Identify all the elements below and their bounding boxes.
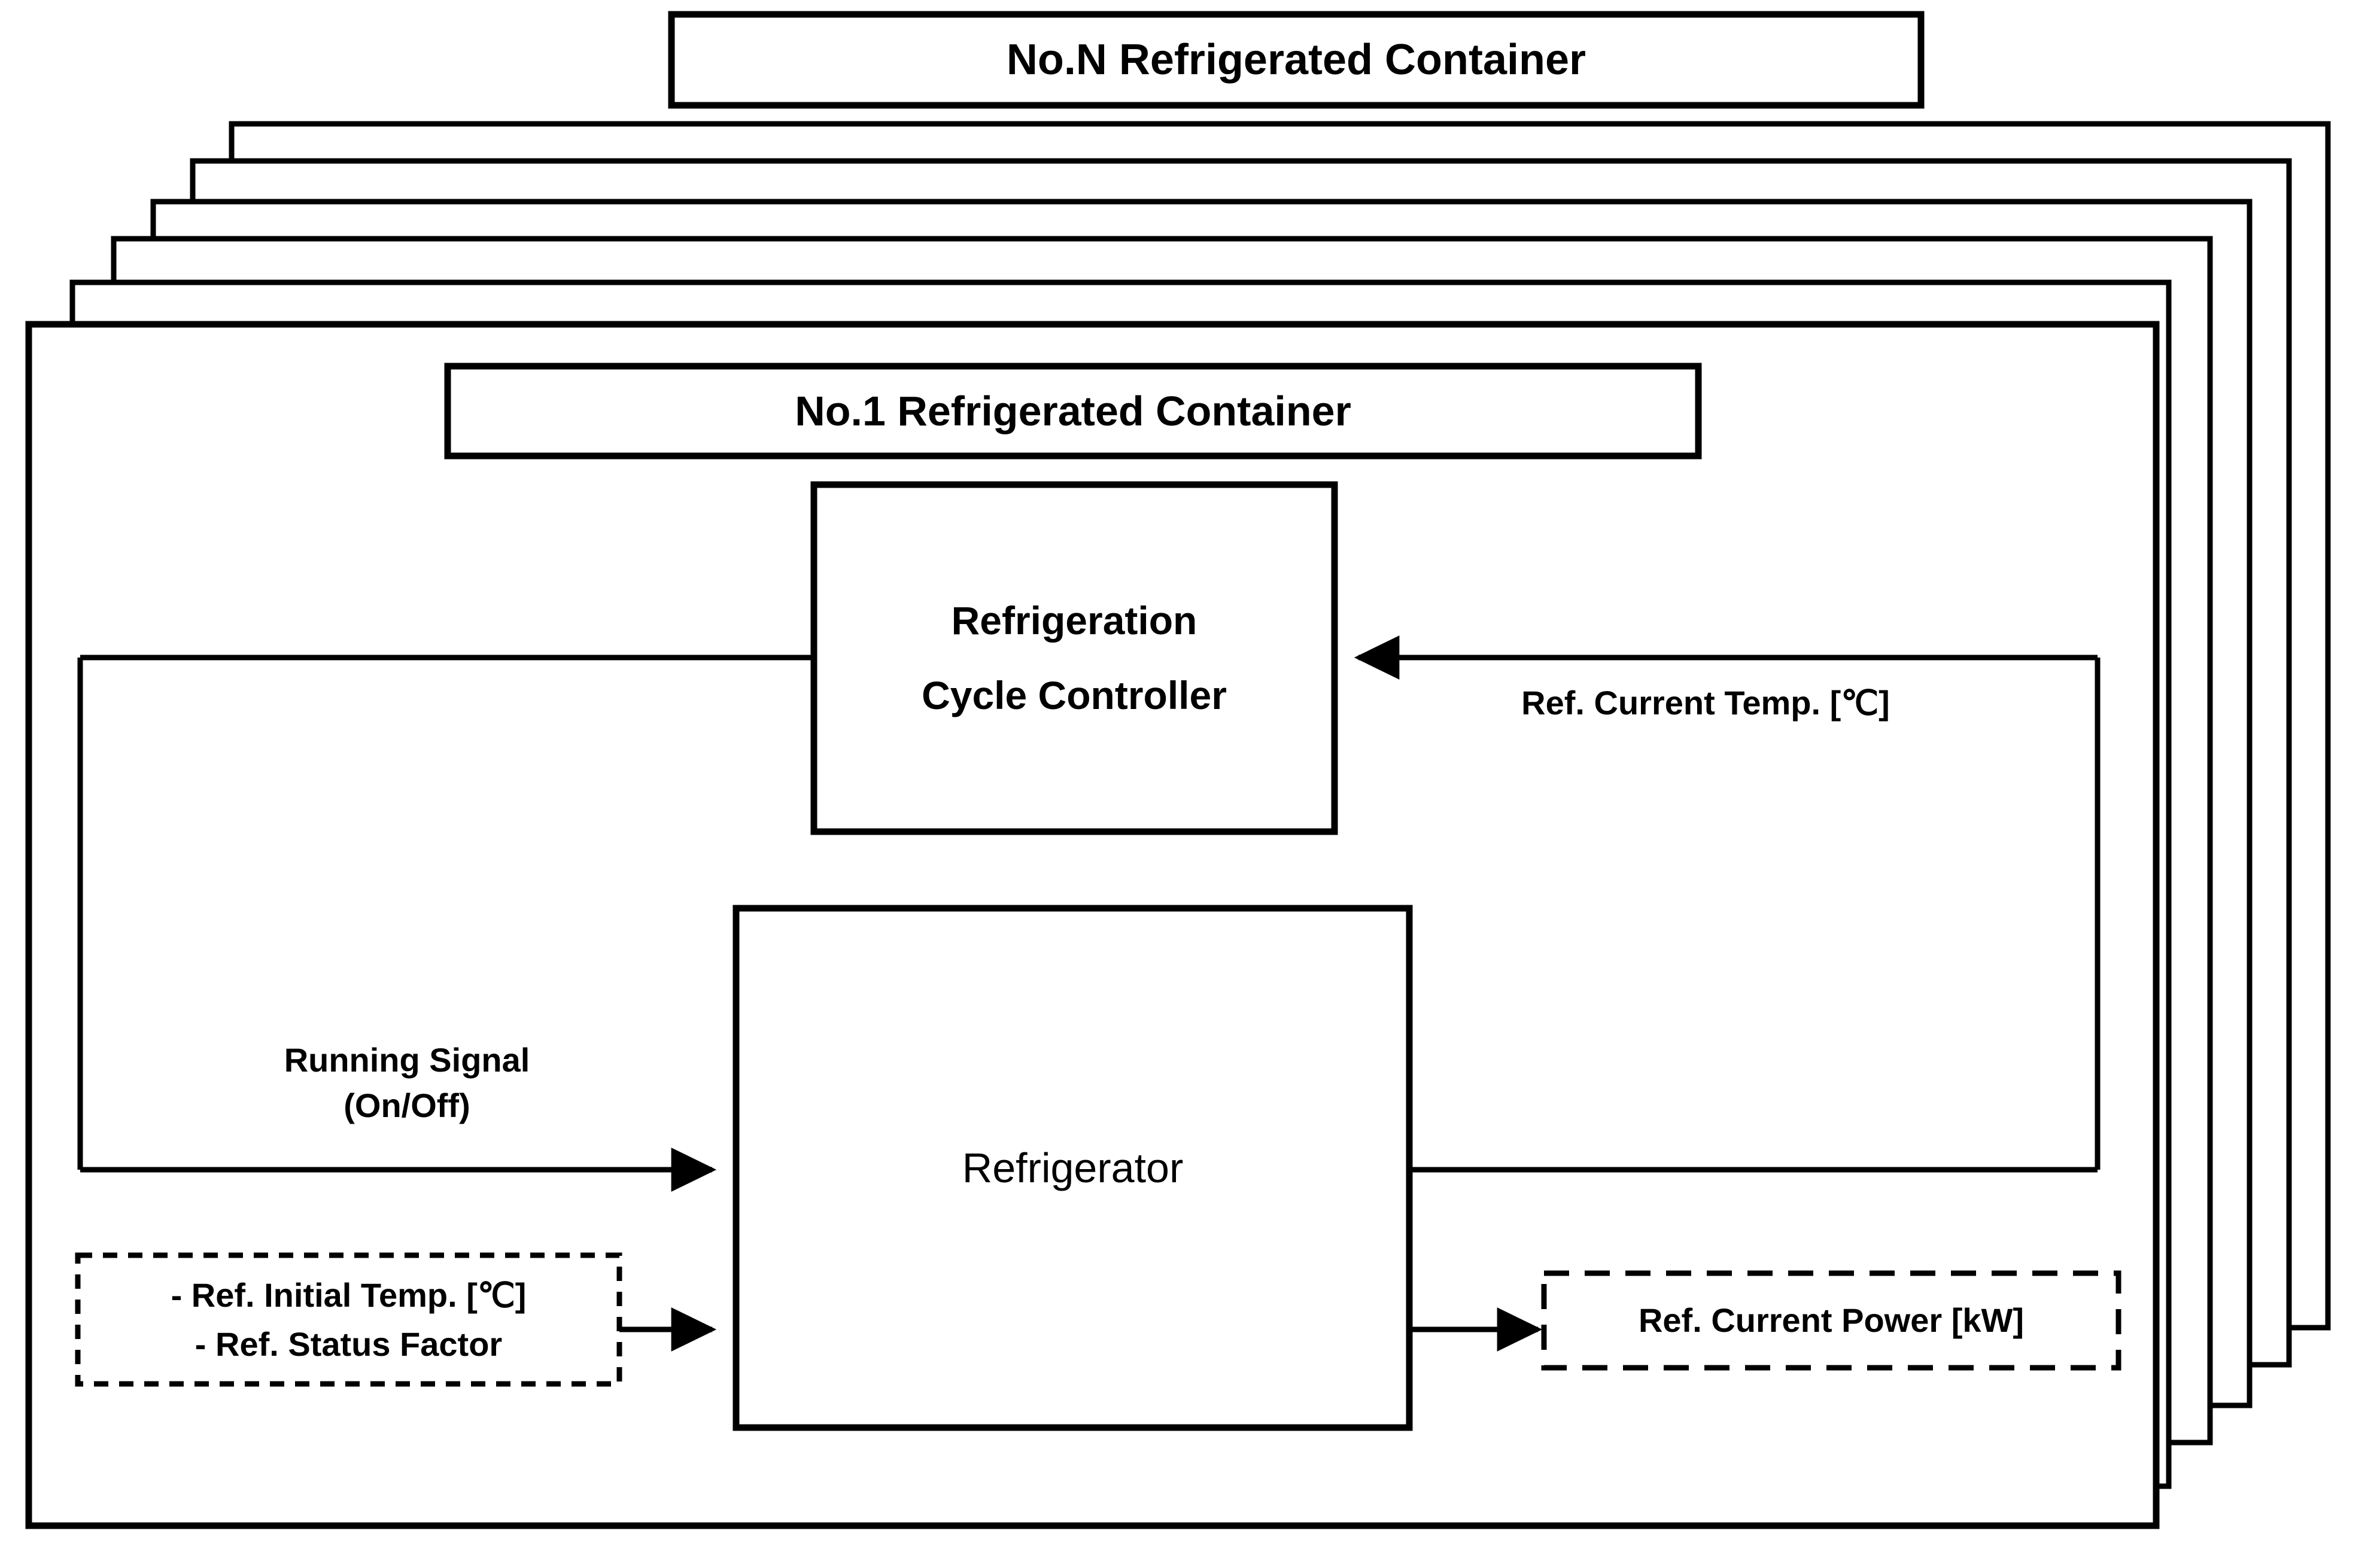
diagram-title-box xyxy=(668,11,1925,109)
diagram-title: No.N Refrigerated Container xyxy=(1006,35,1586,84)
running-signal-label: Running Signal (On/Off) xyxy=(284,1041,530,1124)
refrigerator-output-power-box xyxy=(1541,1270,2121,1371)
feedback-loop-path xyxy=(77,635,2101,1192)
refrigeration-cycle-controller-block xyxy=(810,481,1338,835)
refrigerator-block xyxy=(732,905,1413,1431)
refrigerator-input-parameters-box xyxy=(75,1252,622,1387)
refrigerator-output-power-label: Ref. Current Power [kW] xyxy=(1638,1301,2025,1339)
front-container-title: No.1 Refrigerated Container xyxy=(795,387,1351,434)
refrigerator-label: Refrigerator xyxy=(962,1144,1184,1191)
refrigerator-input-parameters-label: - Ref. Initial Temp. [℃] - Ref. Status F… xyxy=(78,1255,619,1384)
input-initial-temp-line: - Ref. Initial Temp. [℃] xyxy=(171,1276,527,1314)
refrigeration-cycle-controller-label: Refrigeration Cycle Controller xyxy=(922,598,1227,717)
front-container-title-box xyxy=(444,363,1702,460)
input-status-factor-line: - Ref. Status Factor xyxy=(194,1325,503,1363)
feedback-current-temp-label: Ref. Current Temp. [℃] xyxy=(1521,683,1890,722)
